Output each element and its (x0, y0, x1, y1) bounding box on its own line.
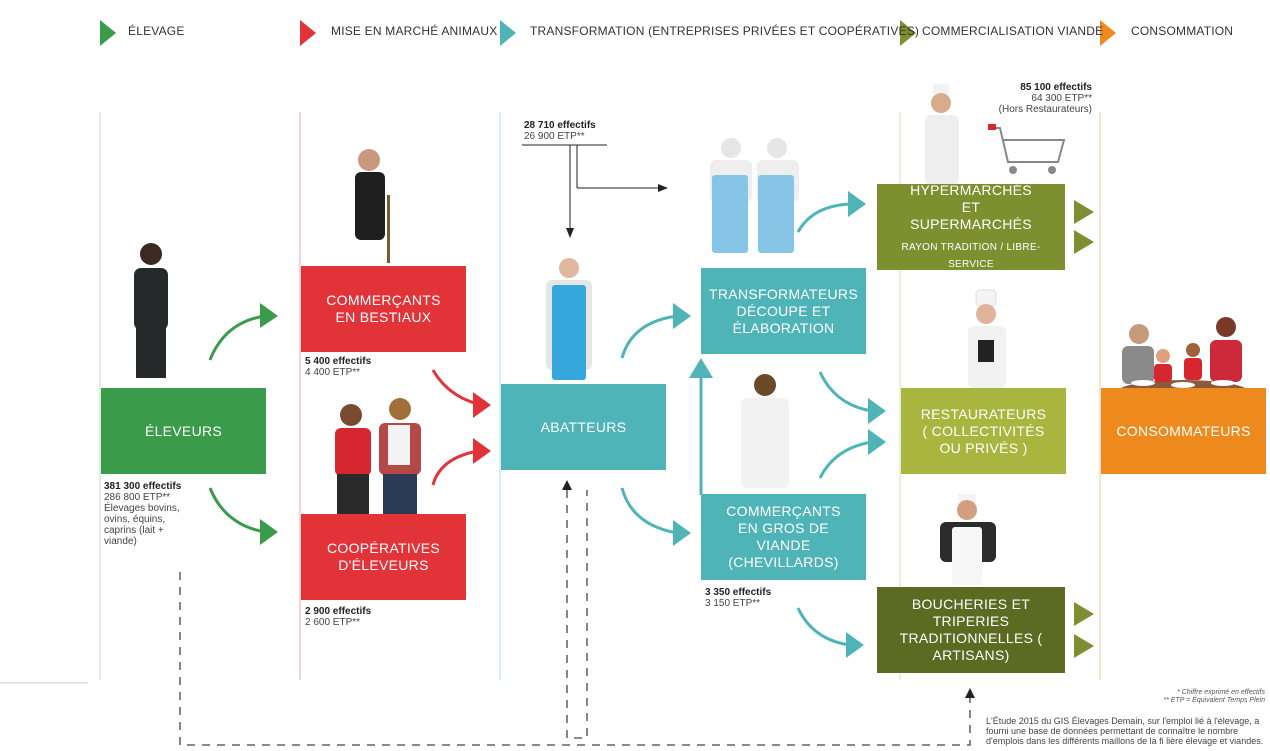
arrow-grossistes-to-restaurateurs (818, 440, 873, 479)
arrowhead (566, 228, 574, 238)
effectifs-eleveurs: 381 300 effectifs (104, 481, 182, 492)
stage-marker-elevage (100, 20, 116, 46)
node-boucheries: BOUCHERIES ET TRIPERIES TRADITIONNELLES … (877, 587, 1065, 673)
effectifs-cooperatives: 2 900 effectifs (305, 606, 372, 617)
node-label: COOPÉRATIVES D'ÉLEVEURS (326, 540, 441, 573)
arrowhead (562, 480, 572, 490)
arrowhead (473, 438, 491, 464)
arrow-hypermarches-out (1074, 200, 1094, 224)
arrow-abatteurs-to-grossistes (620, 487, 678, 535)
stats-commercialisation: 85 100 effectifs 64 300 ETP** (Hors Rest… (999, 82, 1092, 115)
arrow-grossistes-to-boucheries (796, 607, 851, 647)
arrowhead (673, 303, 691, 329)
arrow-eleveurs-to-cooperatives (208, 487, 266, 534)
node-label: HYPERMARCHÉS ET SUPERMARCHÉS (910, 181, 1032, 232)
node-label: ABATTEURS (540, 418, 627, 435)
stage-header-mise-en-marche: MISE EN MARCHÉ ANIMAUX (331, 24, 498, 38)
stage-header-transformation: TRANSFORMATION (ENTREPRISES PRIVÉES ET C… (530, 24, 920, 38)
etp-commercialisation: 64 300 ETP** (1031, 93, 1092, 104)
stage-marker-consommation (1100, 20, 1116, 46)
arrowhead (868, 429, 886, 455)
arrowhead (260, 519, 278, 545)
stats-cooperatives: 2 900 effectifs 2 600 ETP** (305, 606, 371, 628)
processing-workers-figure (710, 138, 799, 253)
node-cooperatives: COOPÉRATIVES D'ÉLEVEURS (301, 514, 466, 600)
shopping-cart-figure (988, 124, 1066, 174)
effectifs-transformation: 28 710 effectifs (524, 120, 596, 131)
node-label: COMMERÇANTS EN GROS DE VIANDE (CHEVILLAR… (726, 503, 841, 570)
slaughterer-figure (546, 258, 592, 380)
arrow-boucheries-out (1074, 602, 1094, 626)
node-label: TRANSFORMATEURS DÉCOUPE ET ÉLABORATION (709, 285, 858, 336)
etp-eleveurs: 286 800 ETP** (104, 492, 171, 503)
desc-eleveurs: Élevages bovins, ovins, équins, caprins … (104, 503, 180, 547)
node-consommateurs: CONSOMMATEURS (1101, 388, 1266, 474)
arrowhead (473, 392, 491, 418)
arrowhead (658, 184, 668, 192)
dashed-loop (566, 490, 588, 739)
arrowhead (260, 303, 278, 328)
node-label: BOUCHERIES ET TRIPERIES TRADITIONNELLES … (899, 596, 1043, 663)
stats-commercants: 5 400 effectifs 4 400 ETP** (305, 356, 371, 378)
etp-grossistes: 3 150 ETP** (705, 598, 761, 609)
node-commercants-bestiaux: COMMERÇANTS EN BESTIAUX (301, 266, 466, 352)
stage-header-consommation: CONSOMMATION (1131, 24, 1234, 38)
arrowhead (689, 358, 713, 378)
node-label: RESTAURATEURS ( COLLECTIVITÉS OU PRIVÉS … (920, 405, 1047, 456)
wholesaler-figure (741, 374, 789, 488)
arrow-abatteurs-to-transformateurs (620, 314, 678, 359)
node-label: ÉLEVEURS (144, 422, 223, 439)
arrowhead (965, 688, 975, 698)
stage-marker-transformation (500, 20, 516, 46)
arrow-eleveurs-to-commercants (208, 314, 266, 361)
node-label: COMMERÇANTS EN BESTIAUX (326, 292, 441, 325)
cooperative-man-figure (379, 398, 421, 514)
node-restaurateurs: RESTAURATEURS ( COLLECTIVITÉS OU PRIVÉS … (901, 388, 1066, 474)
arrowhead (846, 632, 864, 658)
livestock-trader-figure (355, 149, 390, 263)
stage-header-commercialisation: COMMERCIALISATION VIANDE (922, 24, 1104, 38)
arrow-hypermarches-out (1074, 230, 1094, 254)
footnote-effectifs: * Chiffre exprimé en effectifs (1177, 689, 1265, 696)
footnotes: * Chiffre exprimé en effectifs ** ETP = … (1163, 689, 1265, 705)
stats-eleveurs: 381 300 effectifs 286 800 ETP** Élevages… (104, 481, 199, 547)
arrow-transformateurs-to-restaurateurs (818, 371, 873, 413)
effectifs-commercants: 5 400 effectifs (305, 356, 372, 367)
note-commercialisation: (Hors Restaurateurs) (998, 104, 1092, 115)
stats-transformation: 28 710 effectifs 26 900 ETP** (524, 120, 596, 142)
arrow-transformateurs-to-hypermarches (796, 202, 853, 233)
cooperative-woman-figure (335, 404, 371, 514)
arrowhead (868, 398, 886, 424)
stage-marker-commercialisation (900, 20, 916, 46)
effectifs-grossistes: 3 350 effectifs (705, 587, 772, 598)
dashed-loop (179, 572, 971, 746)
arrow-boucheries-out (1074, 634, 1094, 658)
study-note: L'Étude 2015 du GIS Élevages Demain, sur… (986, 716, 1264, 746)
farmer-figure (134, 243, 168, 378)
butcher-chef-figure (925, 84, 959, 185)
node-sublabel: RAYON TRADITION / LIBRE-SERVICE (901, 241, 1041, 270)
node-label: CONSOMMATEURS (1116, 422, 1251, 439)
arrow-cooperatives-to-abatteurs (431, 449, 479, 486)
arrowhead (673, 520, 691, 546)
node-transformateurs: TRANSFORMATEURS DÉCOUPE ET ÉLABORATION (701, 268, 866, 354)
etp-transformation: 26 900 ETP** (524, 131, 585, 142)
arrow-commercants-to-abatteurs (431, 369, 479, 406)
node-hypermarches: HYPERMARCHÉS ET SUPERMARCHÉS RAYON TRADI… (877, 181, 1065, 270)
node-abatteurs: ABATTEURS (501, 384, 666, 470)
node-eleveurs: ÉLEVEURS (101, 388, 266, 474)
artisan-butcher-figure (940, 494, 996, 585)
stage-marker-mise-en-marche (300, 20, 316, 46)
node-grossistes: COMMERÇANTS EN GROS DE VIANDE (CHEVILLAR… (701, 494, 866, 580)
effectifs-commercialisation: 85 100 effectifs (1020, 82, 1092, 93)
stats-grossistes: 3 350 effectifs 3 150 ETP** (705, 587, 771, 609)
stage-header-elevage: ÉLEVAGE (128, 24, 185, 38)
footnote-etp: ** ETP = Équivalent Temps Plein (1163, 697, 1265, 704)
chef-figure (968, 289, 1006, 388)
etp-cooperatives: 2 600 ETP** (305, 617, 361, 628)
arrowhead (848, 191, 866, 217)
etp-commercants: 4 400 ETP** (305, 367, 361, 378)
